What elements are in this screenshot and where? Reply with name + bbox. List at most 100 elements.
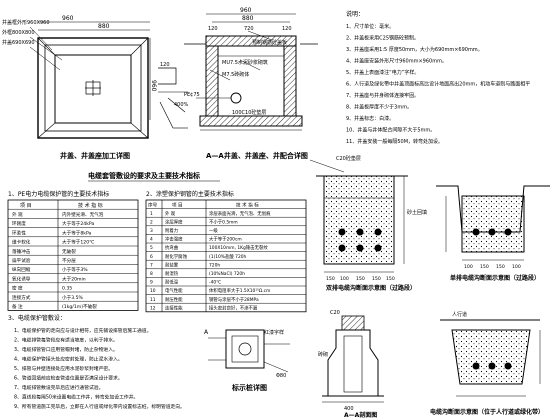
table2-cell: 外 观: [165, 210, 176, 217]
table2-cell: 接头密封良好，不渗不漏: [209, 304, 258, 311]
trench-dim: 100: [340, 276, 349, 282]
table2-cell: 4: [150, 237, 153, 243]
table2-cell: 100X10mm, 1Kg锤击无裂纹: [209, 244, 268, 251]
trench-dim: 150: [356, 276, 365, 282]
table1-cell: 落锤冲击: [12, 248, 31, 255]
marker-label-dim: Φ80: [276, 373, 286, 379]
right-wall: [283, 45, 297, 117]
trench-label-top: C20砼垫层: [336, 155, 361, 162]
notes-block: 说明：1、尺寸单位：毫米。2、井盖板采用C25钢筋砼预制。3、井盖座采用1:5 …: [346, 10, 530, 145]
trench-single-dim: 100: [464, 264, 473, 270]
table2-cell: 一级: [209, 227, 218, 234]
table1-cell: 内外壁光滑、无气泡: [62, 211, 104, 218]
table2-cell: 8: [150, 271, 153, 277]
table2-cell: 9: [150, 280, 153, 286]
table2-cell: 冲击强度: [165, 236, 183, 243]
table2-cell: (1)10%盐酸 720h: [209, 253, 247, 260]
table2-title: 2、涂塑保护钢管的主要技术指标: [146, 190, 234, 198]
note-line: 7、井盖座与井身砌体连接牢固。: [346, 92, 419, 99]
table1-title: 1、PE电力电缆保护管的主要技术指标: [8, 190, 109, 198]
section-base-label: 100C10砼垫层: [232, 109, 266, 116]
table2-cell: 体积电阻率大于1.5X10¹⁵Ω.cm: [209, 287, 270, 294]
pit-plan-dim-top: 960: [62, 15, 74, 22]
base-slab: [199, 115, 303, 127]
table1: 项 目技 术 指 标外 观内外壁光滑、无气泡环刚度大于等于24kPa环柔性大于等…: [7, 199, 139, 311]
table1-cell: 大于等于8kPa: [62, 229, 92, 236]
install-line: 1、电缆保护管的走向应与设计相符，应先铺设排管后施工通道。: [14, 327, 151, 334]
table1-cell: 氧化诱导: [12, 275, 31, 282]
table1-cell: 0.35: [62, 286, 72, 292]
cover-inner: [54, 54, 132, 124]
section-caption: A—A井盖、井盖座、井配合详图: [206, 151, 308, 160]
post-label-mid: 砖砌: [318, 351, 328, 358]
table2-cell: 抗弯曲: [165, 244, 178, 251]
notes-title: 说明：: [346, 10, 364, 18]
trench-dim: 150: [386, 276, 395, 282]
table2-cell: 电气性能: [165, 287, 183, 294]
table2-cell: 涂层表面光滑，无气泡、无划痕: [209, 210, 271, 217]
table1-cell: 小于等于3%: [62, 266, 88, 273]
pit-plan-wall-label: 120: [160, 62, 170, 68]
trench-single: [436, 185, 550, 261]
table2-cell: 耐湿热: [165, 270, 179, 277]
install-line: 5、排管与井壁连接处应用水泥砂浆封堵严密。: [14, 365, 113, 372]
trench-single-dim: 100: [512, 264, 521, 270]
note-line: 3、井盖座采用1:5 厚度50mm，大小为690mm×690mm。: [346, 46, 483, 53]
install-line: 6、管道回填前应检查管道位置是否满足设计要求。: [14, 375, 123, 382]
table1-cell: 扁平试验: [12, 257, 31, 264]
table1-cell: 大于等于120℃: [62, 239, 94, 246]
table2-cell: (10%NaCl) 720h: [209, 271, 245, 277]
table2-header-cell: 技 术 指 标: [236, 202, 259, 209]
section-dim-top: 960: [240, 7, 252, 14]
table2-cell: 11: [150, 297, 156, 303]
table2-cell: 连接性能: [165, 304, 183, 311]
table2-cell: 10: [150, 288, 156, 294]
install-line: 9、所有管道施工完毕后，立即在人行道或绿化带内设置标志桩，标明管道走向。: [14, 403, 185, 410]
pit-plan-cover-label: 井盖框外形960X960: [2, 19, 50, 26]
table1-cell: 密 度: [12, 285, 23, 292]
trench-double: [309, 159, 408, 273]
install-line: 4、电缆保护管接头处应密封处理，防止泥水渗入。: [14, 356, 123, 363]
trench-single-dim: 150: [480, 264, 489, 270]
install-line: 8、直线段每隔50米设置电缆工作井，转弯处加设工作井。: [14, 394, 138, 401]
note-line: 8、井盖板厚度不少于3mm。: [346, 104, 412, 111]
table2-cell: 12: [150, 305, 156, 311]
trench-label-fill: 砂土回填: [407, 209, 427, 216]
table1-cell: 环柔性: [12, 229, 26, 236]
section-wall-b: 720: [244, 26, 254, 32]
post-caption: A—A剖面图: [344, 411, 377, 419]
section-dim-sub: 880: [242, 15, 254, 22]
table2-cell: 720h: [209, 262, 220, 268]
trench-dim: 150: [326, 276, 335, 282]
pit-plan-inner-label: 井盖690X690: [2, 39, 35, 46]
duct-caption: 电缆沟断面示意图（位于人行道或绿化带）: [430, 408, 544, 416]
table1-cell: 环刚度: [12, 220, 26, 227]
marker-label-top: 红漆字样: [264, 329, 284, 336]
trench-caption: 双排电缆沟断面示意图（过路段）: [326, 284, 416, 292]
table2-cell: 钢管与涂层不小于28MPa: [209, 296, 259, 303]
table1-cell: 纵向回缩: [12, 266, 31, 273]
table2-cell: 耐低温: [165, 279, 179, 286]
note-line: 4、井盖座安装外形尺寸960mm×960mm。: [346, 58, 447, 65]
table1-cell: 大于20min: [62, 275, 86, 282]
cover-mid-frame: [44, 44, 142, 132]
table1-cell: 大于等于24kPa: [62, 220, 94, 227]
spec-title: 电缆套管敷设的要求及主要技术指标: [88, 171, 200, 180]
left-wall: [205, 45, 219, 117]
table2-cell: 不小于0.5mm: [209, 218, 238, 225]
section-masonry-label: MU7.5水泥砂浆砌筑: [222, 59, 268, 66]
table2-cell: 3: [150, 228, 153, 234]
table1-cell: (1kg/1m)不破裂: [62, 303, 97, 310]
note-line: 6、人行道及绿化带中井盖顶面标高比设计地面高出20mm，机动车道则与路面相平: [346, 81, 530, 88]
section-pipe-label: PE¢75: [184, 92, 200, 98]
marker-caption: 标示桩详图: [231, 383, 267, 392]
table2-cell: 附着力: [165, 227, 178, 234]
pit-plan-caption: 井盖、井盖座加工详图: [60, 151, 130, 160]
table1-cell: 不分层: [62, 257, 76, 264]
duct-section: [440, 319, 541, 397]
table1-cell: 备 注: [12, 303, 23, 310]
table2-cell: 耐压性能: [165, 296, 183, 303]
pit-plan-dim-right: 960: [150, 80, 157, 92]
